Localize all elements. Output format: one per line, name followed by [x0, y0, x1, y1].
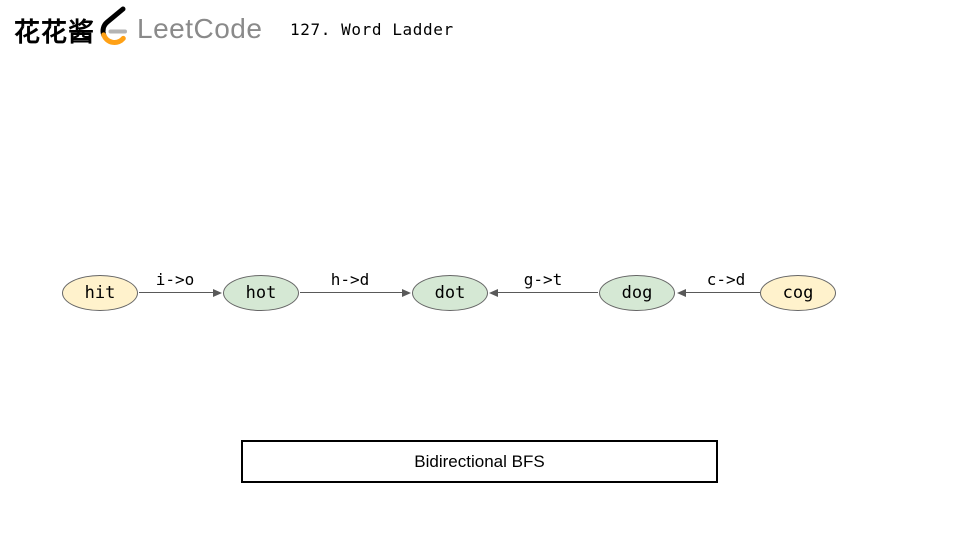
- caption-box: Bidirectional BFS: [241, 440, 718, 483]
- edge-label-cog-dog: c->d: [703, 270, 749, 289]
- edge-line-cog-dog: [686, 292, 760, 293]
- arrowhead-into-hot-icon: [213, 289, 222, 297]
- edge-label-hot-dot: h->d: [327, 270, 373, 289]
- node-hot: hot: [223, 275, 299, 311]
- edge-label-hit-hot: i->o: [152, 270, 198, 289]
- edge-line-hot-dot: [300, 292, 402, 293]
- edge-line-dog-dot: [498, 292, 598, 293]
- node-dot: dot: [412, 275, 488, 311]
- arrowhead-into-dog-icon: [677, 289, 686, 297]
- arrowhead-into-dot-left-icon: [402, 289, 411, 297]
- leetcode-logo-icon: [100, 6, 127, 45]
- caption-label: Bidirectional BFS: [414, 451, 545, 471]
- node-cog: cog: [760, 275, 836, 311]
- node-hit: hit: [62, 275, 138, 311]
- edge-label-dog-dot: g->t: [520, 270, 566, 289]
- node-dog: dog: [599, 275, 675, 311]
- node-cog-label: cog: [782, 283, 814, 303]
- page-title: 127. Word Ladder: [290, 20, 454, 39]
- node-hit-label: hit: [84, 283, 116, 303]
- leetcode-wordmark: LeetCode: [137, 13, 263, 44]
- node-dog-label: dog: [621, 283, 653, 303]
- brand-name-cjk: 花花酱: [14, 17, 96, 47]
- node-dot-label: dot: [434, 283, 466, 303]
- arrowhead-into-dot-right-icon: [489, 289, 498, 297]
- node-hot-label: hot: [245, 283, 277, 303]
- edge-line-hit-hot: [139, 292, 214, 293]
